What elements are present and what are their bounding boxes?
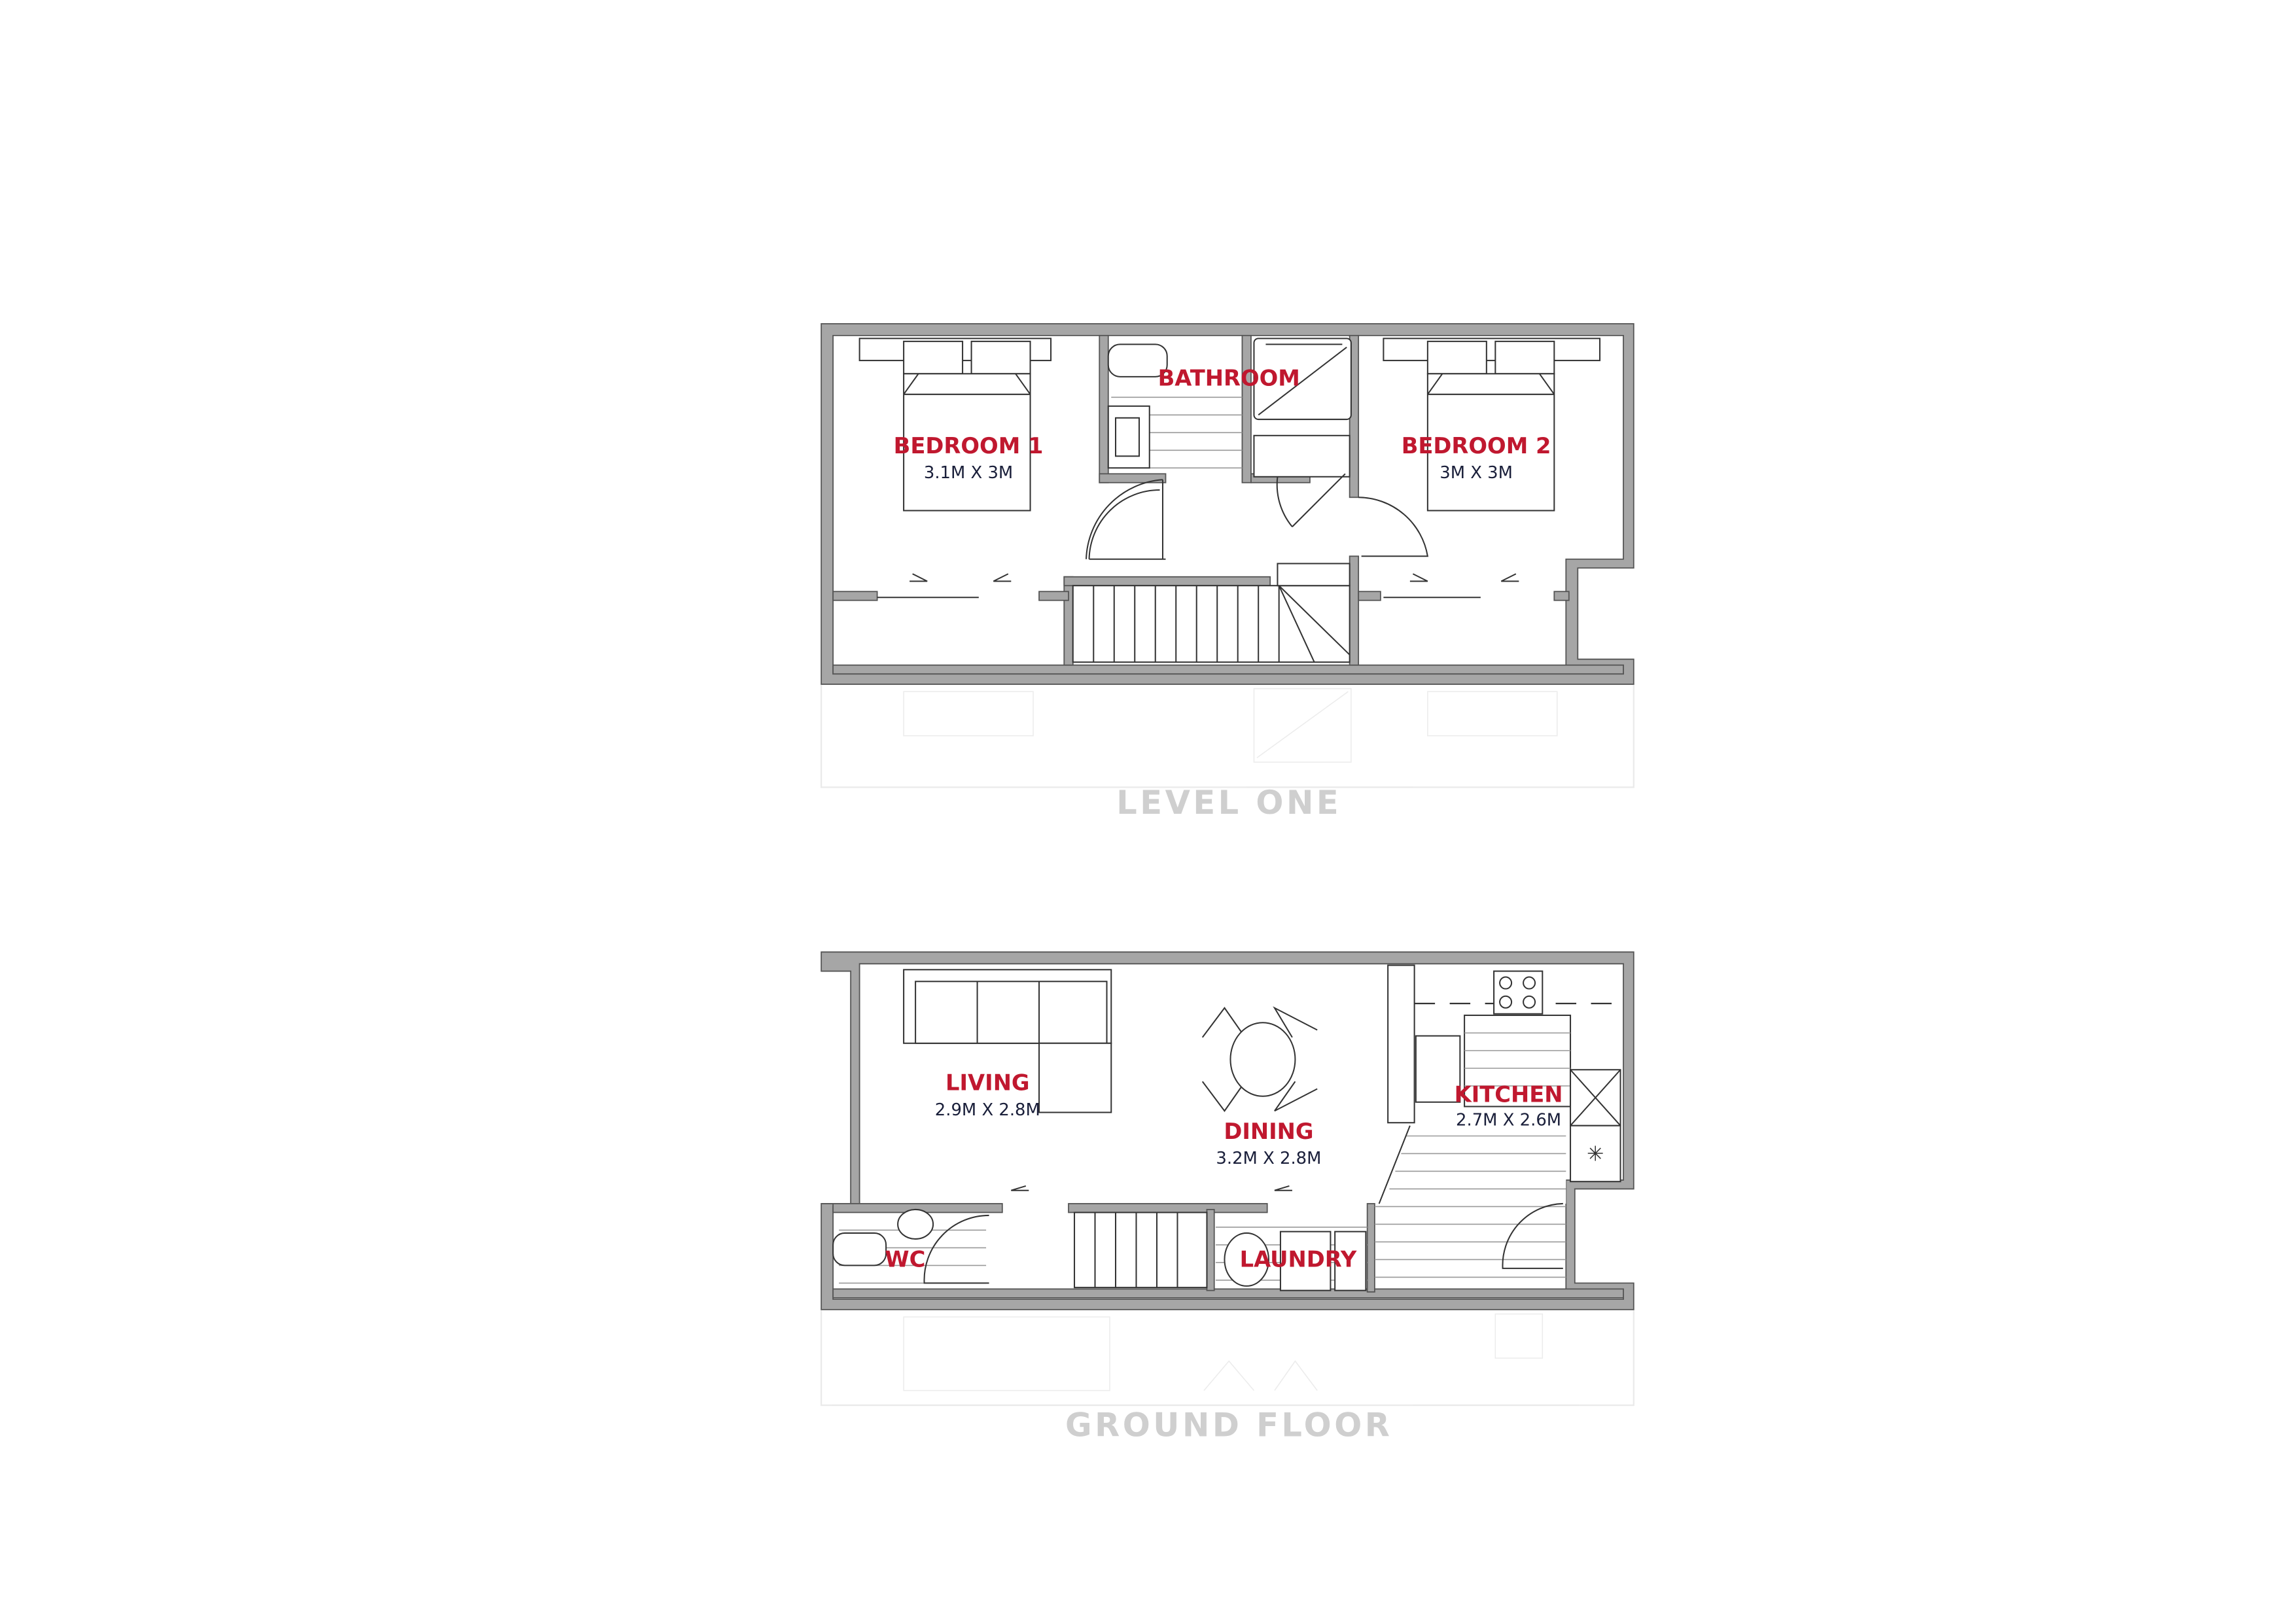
svg-text:✳: ✳	[1587, 1143, 1604, 1166]
island-bench	[1464, 1015, 1572, 1108]
bed-2-furniture	[1383, 338, 1601, 512]
room-size-bedroom-1: 3.1M X 3M	[924, 463, 1013, 483]
wardrobe-wall-2	[1038, 591, 1069, 601]
toilet-icon	[1107, 343, 1168, 377]
room-label-bedroom-2: BEDROOM 2	[1402, 433, 1551, 459]
wc-door[interactable]	[923, 1214, 989, 1284]
level-one-stairs	[1072, 563, 1351, 663]
wc-fixtures	[832, 1208, 987, 1284]
stair-wall-left	[1063, 576, 1074, 666]
room-size-dining: 3.2M X 2.8M	[1216, 1149, 1321, 1168]
bathroom-door[interactable]	[1086, 479, 1164, 559]
level-one-reflection	[821, 683, 1634, 788]
laundry-fixtures	[1215, 1227, 1368, 1291]
wardrobe-arrows	[910, 573, 1519, 582]
wardrobe-wall-1	[832, 591, 878, 601]
ground-stairs	[1074, 1212, 1208, 1289]
toilet-icon	[832, 1232, 887, 1266]
cupboard-door[interactable]	[1276, 473, 1346, 527]
room-label-living: LIVING	[945, 1070, 1030, 1096]
dryer-icon	[1279, 1230, 1332, 1291]
room-label-laundry: LAUNDRY	[1240, 1247, 1357, 1272]
room-label-kitchen: KITCHEN	[1455, 1082, 1563, 1108]
balcony-rail	[832, 664, 1624, 675]
stair-wall-top	[1068, 1203, 1268, 1213]
stair-wall-right	[1349, 555, 1360, 666]
bathroom-wall-left	[1099, 334, 1109, 483]
back-door[interactable]	[1502, 1202, 1563, 1269]
room-label-bedroom-1: BEDROOM 1	[894, 433, 1044, 459]
laundry-wall	[1206, 1209, 1215, 1291]
ground-floor-title: GROUND FLOOR	[1065, 1406, 1392, 1444]
slider-arrows	[1011, 1185, 1292, 1191]
ground-floor-plan: ✳ LIVING 2.9M X 2.8M DINING 3.	[821, 951, 1634, 1444]
room-size-living: 2.9M X 2.8M	[935, 1100, 1040, 1120]
linen-cupboard	[1253, 434, 1351, 478]
sink-icon	[1415, 1035, 1461, 1103]
kitchen-divider	[1366, 1203, 1375, 1293]
bathroom-wall-bottom	[1099, 473, 1167, 483]
stair-wall-top	[1063, 576, 1271, 587]
appliance-icon	[1570, 1125, 1621, 1183]
ground-rail	[832, 1288, 1624, 1299]
bathroom-wall-right	[1241, 334, 1252, 483]
room-size-bedroom-2: 3M X 3M	[1439, 463, 1513, 483]
door-swing	[1088, 489, 1160, 559]
level-one-plan: BEDROOM 1 3.1M X 3M BATHROOM BEDROOM 2 3…	[821, 323, 1634, 822]
room-label-wc: WC	[885, 1247, 925, 1272]
basin-icon	[897, 1208, 934, 1240]
dining-table	[1201, 1006, 1318, 1112]
sofa	[903, 969, 1112, 1113]
cooktop-icon	[1493, 970, 1544, 1015]
wardrobe-wall-4	[1553, 591, 1570, 601]
washing-machine-icon	[1224, 1232, 1269, 1287]
tub-icon	[1334, 1230, 1367, 1291]
bathroom-fixtures	[1107, 338, 1352, 478]
wardrobe-wall-3	[1358, 591, 1381, 601]
bedroom-2-door[interactable]	[1358, 497, 1429, 557]
room-label-bathroom: BATHROOM	[1158, 365, 1300, 391]
kitchen-fixtures: ✳	[1374, 964, 1624, 1278]
room-label-dining: DINING	[1224, 1119, 1313, 1144]
bed-1-furniture	[858, 338, 1052, 512]
level-one-title: LEVEL ONE	[1116, 784, 1341, 822]
ground-floor-reflection	[821, 1308, 1634, 1406]
room-size-kitchen: 2.7M X 2.6M	[1456, 1111, 1561, 1130]
